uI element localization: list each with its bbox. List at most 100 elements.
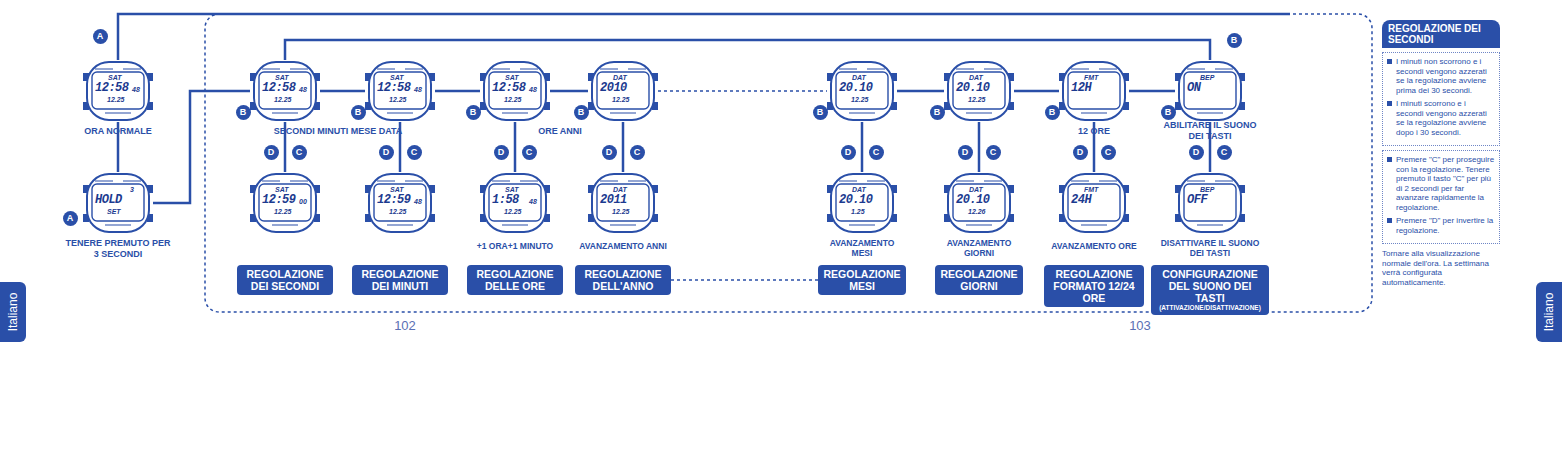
step-caption: AVANZAMENTO MESI [822, 238, 902, 258]
lcd-text: OFF [1187, 193, 1207, 207]
lcd-text: SAT [390, 74, 403, 81]
step-caption: ABILITARE IL SUONO DEI TASTI [1158, 120, 1262, 142]
watch-detail [95, 69, 141, 113]
mode-box: REGOLAZIONE DEI SECONDI [237, 265, 333, 295]
watch-display [374, 184, 426, 221]
watch-detail [262, 69, 308, 113]
button-callout: C [292, 145, 307, 160]
watch-display: DAT20.1012.25 [827, 60, 897, 122]
watch-detail [377, 181, 423, 225]
button-callout: C [986, 145, 1001, 160]
watch-detail [600, 181, 646, 225]
button-callout: B [574, 105, 589, 120]
watch-outline [1059, 60, 1129, 122]
connector [320, 90, 365, 93]
lcd-text: DAT [852, 74, 866, 81]
watch-display: FMT24H [1059, 172, 1129, 234]
box-text: REGOLAZIONE DELLE ORE [470, 268, 560, 292]
watch-display: DAT20.101.25 [827, 172, 897, 234]
lcd-text: 1.25 [851, 208, 865, 215]
note-text: Premere "D" per invertire la regolazione… [1387, 216, 1495, 235]
watch-case [1063, 174, 1125, 232]
mode-box: REGOLAZIONE DEI MINUTI [352, 265, 448, 295]
watch-detail [956, 69, 1002, 113]
tab-text: Italiano [1542, 293, 1556, 332]
connector [861, 122, 864, 172]
connector [622, 122, 625, 172]
note-text-body: Premere "D" per invertire la regolazione… [1396, 216, 1493, 235]
watch-display: DAT20.1012.26 [944, 172, 1014, 234]
lcd-text: DAT [613, 186, 627, 193]
lcd-text: 12:58 [262, 81, 296, 95]
watch-detail [492, 69, 538, 113]
step-caption: AVANZAMENTO GIORNI [939, 238, 1019, 258]
button-callout: B [236, 105, 251, 120]
watch-detail [95, 181, 141, 225]
watch-case [87, 62, 149, 120]
watch-case [369, 174, 431, 232]
button-callout: A [63, 211, 78, 226]
note-text: Premere "C" per proseguire con la regola… [1387, 155, 1495, 212]
watch-case [1179, 62, 1241, 120]
watch-detail [1071, 69, 1117, 113]
watch-display [953, 72, 1005, 109]
lcd-text: 12.25 [851, 96, 869, 103]
bullet-square [1387, 218, 1392, 223]
return-line [118, 14, 1290, 60]
watch-display [953, 184, 1005, 221]
watch-display [597, 184, 649, 221]
connector [1129, 90, 1175, 93]
step-caption: +1 ORA+1 MINUTO [465, 241, 565, 251]
lcd-text: 48 [529, 86, 537, 93]
mode-box: REGOLAZIONE DELL'ANNO [575, 265, 671, 295]
lcd-text: 12.25 [504, 96, 522, 103]
button-callout: C [630, 145, 645, 160]
lcd-text: 12:58 [492, 81, 526, 95]
watch-display: SAT12:584812.25 [480, 60, 550, 122]
note-text-body: I minuti non scorrono e i secondi vengon… [1396, 57, 1487, 95]
connector [153, 91, 250, 203]
lcd-text: SAT [275, 74, 288, 81]
lcd-text: DAT [969, 186, 983, 193]
button-callout: A [93, 29, 108, 44]
watch-case [592, 62, 654, 120]
watch-display [259, 72, 311, 109]
box-text: REGOLAZIONE FORMATO 12/24 ORE [1047, 268, 1141, 304]
watch-display [1184, 184, 1236, 221]
bullet-square [1387, 59, 1392, 64]
button-callout: B [813, 105, 828, 120]
lcd-text: 12.25 [389, 96, 407, 103]
watch-case [87, 174, 149, 232]
watch-display: SAT12:590012.25 [250, 172, 320, 234]
watch-display [836, 72, 888, 109]
button-callout: D [841, 145, 856, 160]
lcd-text: 48 [414, 198, 422, 205]
lcd-text: DAT [969, 74, 983, 81]
bullet-square [1387, 101, 1392, 106]
lcd-text: 12:58 [377, 81, 411, 95]
lcd-text: 24H [1071, 193, 1091, 207]
watch-outline [1175, 172, 1245, 234]
lcd-text: 3 [130, 186, 134, 193]
lcd-text: FMT [1084, 74, 1098, 81]
lcd-text: 1:58 [492, 193, 519, 207]
step-caption: TENERE PREMUTO PER 3 SECONDI [63, 238, 173, 260]
watch-display [1068, 72, 1120, 109]
lcd-text: 20.10 [839, 81, 873, 95]
watch-detail [492, 181, 538, 225]
watch-display [92, 184, 144, 221]
lcd-text: 20.10 [839, 193, 873, 207]
step-caption: ORE ANNI [510, 126, 610, 137]
button-callout: C [869, 145, 884, 160]
watch-case [1179, 174, 1241, 232]
bullet-square [1387, 157, 1392, 162]
watch-display: DAT201112.25 [588, 172, 658, 234]
lcd-text: 12:59 [377, 193, 411, 207]
connector [550, 90, 588, 93]
connector [658, 90, 827, 92]
button-callout: D [264, 145, 279, 160]
box-text: REGOLAZIONE GIORNI [938, 268, 1020, 292]
watch-detail [839, 69, 885, 113]
